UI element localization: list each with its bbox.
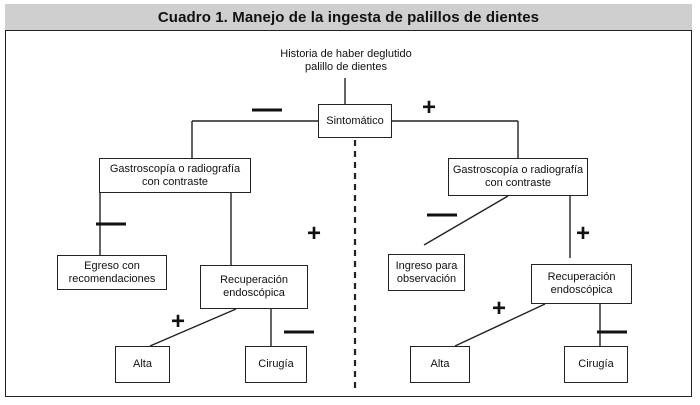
node-gastro-left: Gastroscopía o radiografía con contraste	[99, 158, 251, 193]
node-history: Historia de haber deglutido palillo de d…	[280, 48, 412, 73]
sign-plus-recup-right: +	[491, 295, 506, 322]
node-alta-left: Alta	[115, 346, 170, 383]
node-gastro-right: Gastroscopía o radiografía con contraste	[448, 158, 588, 196]
node-recup-right: Recuperación endoscópica	[531, 264, 632, 304]
figure-frame	[5, 4, 692, 397]
node-ingreso: Ingreso para observación	[388, 254, 465, 291]
sign-minus-gastro-left: —	[96, 206, 126, 239]
node-alta-right: Alta	[410, 346, 470, 383]
node-egreso: Egreso con recomendaciones	[57, 255, 167, 290]
connector-recup-left-alta	[149, 308, 237, 347]
sign-plus-symptomatic-right: +	[421, 94, 436, 121]
sign-plus-gastro-right: +	[575, 220, 590, 247]
node-cirugia-left: Cirugía	[245, 346, 307, 383]
figure-title: Cuadro 1. Manejo de la ingesta de palill…	[5, 4, 692, 31]
connector-recup-right-alta	[454, 303, 546, 347]
connector-gastro-right-ingreso	[423, 195, 509, 246]
node-recup-left: Recuperación endoscópica	[200, 265, 308, 309]
node-symptomatic: Sintomático	[318, 104, 392, 138]
sign-minus-gastro-right: —	[427, 197, 457, 230]
sign-plus-gastro-left: +	[306, 220, 321, 247]
node-cirugia-right: Cirugía	[564, 346, 628, 383]
sign-minus-recup-right: —	[597, 314, 627, 347]
sign-minus-recup-left: —	[284, 314, 314, 347]
sign-minus-symptomatic-left: —	[252, 92, 282, 125]
sign-plus-recup-left: +	[170, 308, 185, 335]
